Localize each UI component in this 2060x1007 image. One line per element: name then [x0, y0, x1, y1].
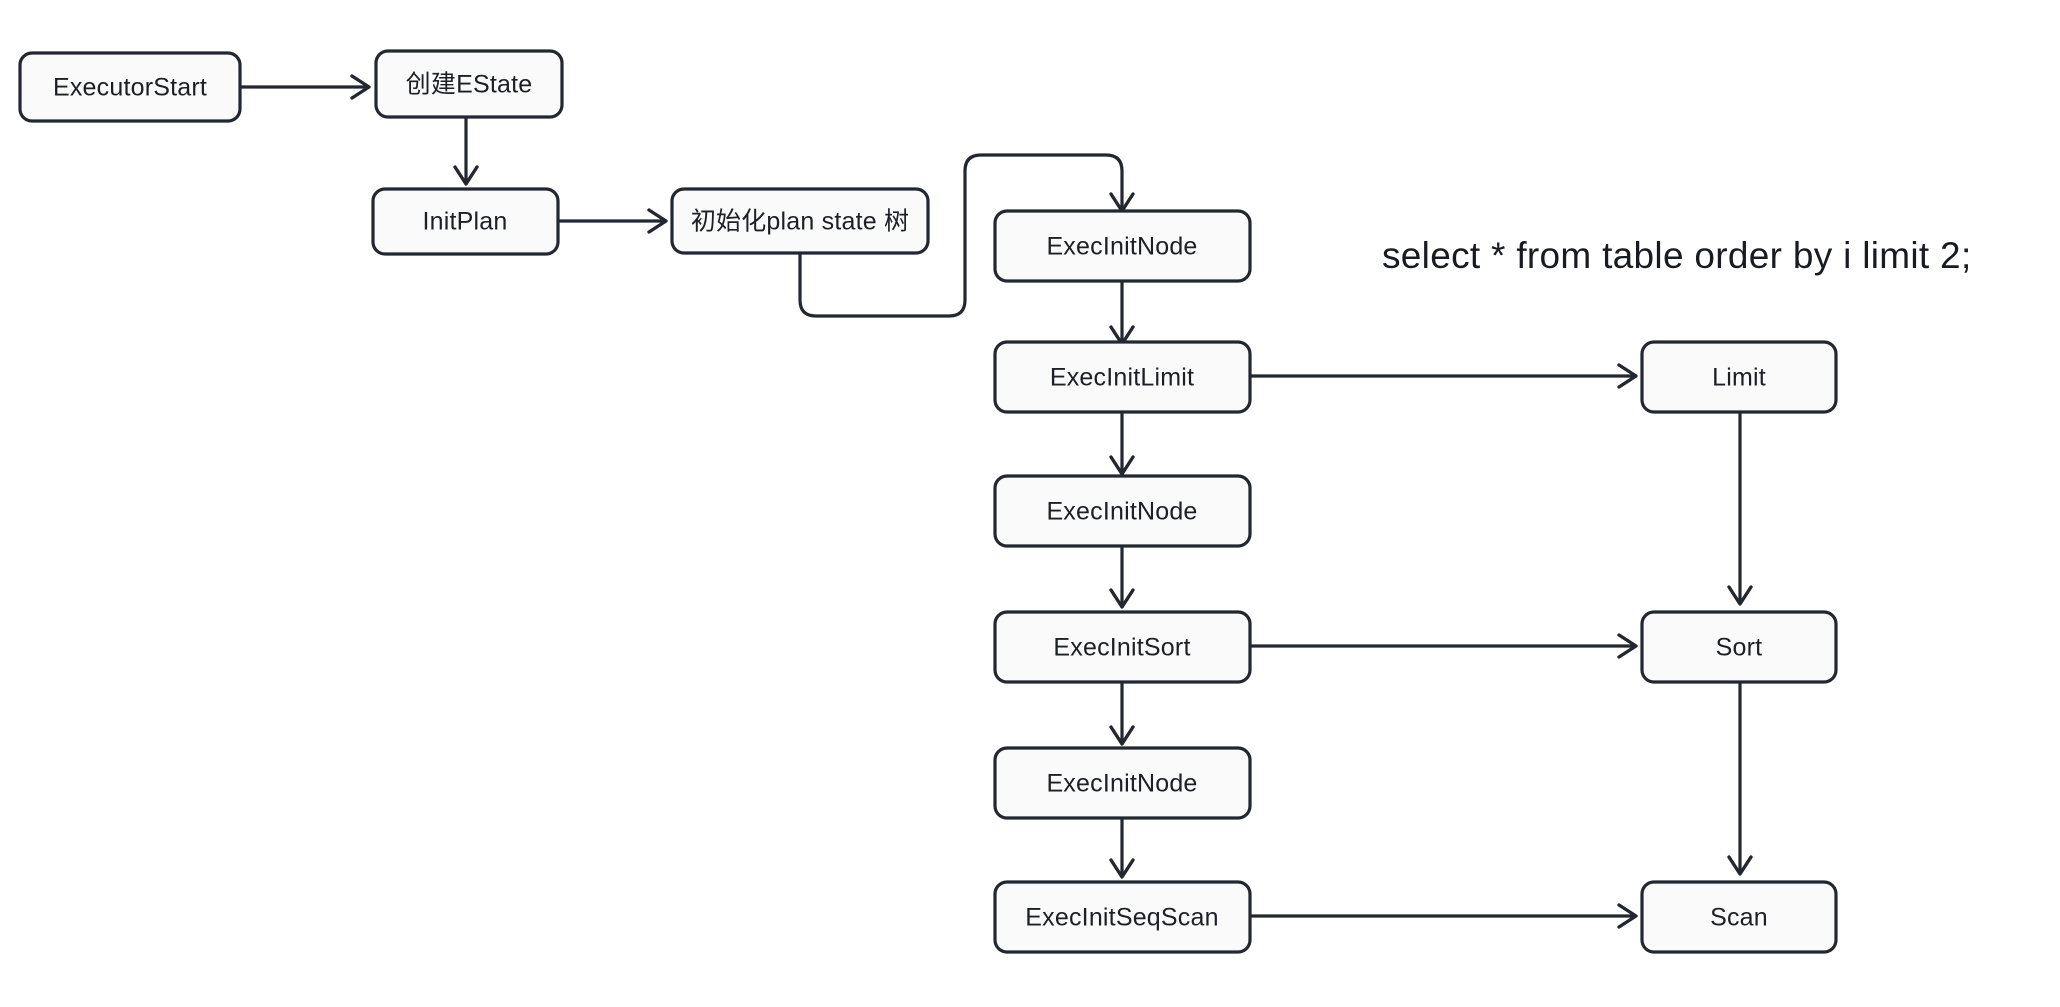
edge-layer: [238, 74, 1753, 929]
node-exec-init-seqscan-label: ExecInitSeqScan: [1025, 904, 1218, 932]
node-create-estate-rect[interactable]: [374, 49, 564, 119]
node-exec-init-node-1-label: ExecInitNode: [1046, 233, 1197, 261]
node-exec-init-seqscan[interactable]: ExecInitSeqScan: [993, 880, 1252, 954]
node-exec-init-node-2-label: ExecInitNode: [1046, 498, 1197, 526]
node-create-estate-label: 创建EState: [406, 71, 533, 99]
node-limit-rect[interactable]: [1640, 340, 1838, 414]
node-executor-start-rect[interactable]: [18, 51, 242, 123]
node-exec-init-sort-label: ExecInitSort: [1053, 634, 1190, 662]
edge-exec-init-sort-to-sort: [1248, 633, 1638, 659]
sql-annotation: select * from table order by i limit 2;: [1382, 235, 1972, 276]
node-exec-init-limit-rect[interactable]: [993, 340, 1252, 414]
edge-exec-init-seqscan-to-scan: [1248, 903, 1638, 929]
edge-exec-init-node-2-to-exec-init-sort: [1109, 542, 1135, 609]
node-exec-init-node-2[interactable]: ExecInitNode: [993, 474, 1252, 548]
edge-exec-init-limit-to-exec-init-node-2: [1109, 409, 1135, 476]
node-exec-init-sort-rect[interactable]: [993, 610, 1252, 684]
edge-exec-init-node-3-to-exec-init-seqscan: [1109, 812, 1135, 879]
edge-executor-start-to-create-estate: [238, 74, 371, 100]
edge-exec-init-node-1-to-exec-init-limit: [1109, 279, 1135, 346]
node-exec-init-node-2-rect[interactable]: [993, 474, 1252, 548]
node-exec-init-node-3-label: ExecInitNode: [1046, 770, 1197, 798]
node-exec-init-node-3[interactable]: ExecInitNode: [993, 746, 1252, 820]
edge-init-plan-to-init-plan-state-tree: [556, 208, 668, 234]
node-scan[interactable]: Scan: [1640, 880, 1838, 954]
node-exec-init-sort[interactable]: ExecInitSort: [993, 610, 1252, 684]
node-exec-init-limit[interactable]: ExecInitLimit: [993, 340, 1252, 414]
node-sort-rect[interactable]: [1640, 610, 1838, 684]
edge-sort-to-scan: [1727, 679, 1753, 876]
node-init-plan[interactable]: InitPlan: [371, 187, 560, 256]
node-init-plan-state-tree-label: 初始化plan state 树: [691, 208, 909, 236]
node-scan-rect[interactable]: [1640, 880, 1838, 954]
node-layer: ExecutorStart 创建EState InitPlan 初始化plan …: [18, 49, 1838, 954]
node-sort-label: Sort: [1716, 634, 1763, 662]
edge-create-estate-to-init-plan: [453, 115, 479, 186]
node-init-plan-state-tree[interactable]: 初始化plan state 树: [670, 187, 930, 255]
node-limit[interactable]: Limit: [1640, 340, 1838, 414]
node-exec-init-node-1[interactable]: ExecInitNode: [993, 209, 1252, 283]
node-exec-init-node-3-rect[interactable]: [993, 746, 1252, 820]
node-exec-init-seqscan-rect[interactable]: [993, 880, 1252, 954]
node-sort[interactable]: Sort: [1640, 610, 1838, 684]
node-exec-init-limit-label: ExecInitLimit: [1050, 364, 1194, 392]
edge-exec-init-limit-to-limit: [1248, 363, 1638, 389]
node-limit-label: Limit: [1712, 364, 1766, 392]
sql-annotation-text: select * from table order by i limit 2;: [1382, 235, 1972, 276]
edge-exec-init-sort-to-exec-init-node-3: [1109, 679, 1135, 746]
node-executor-start-label: ExecutorStart: [53, 74, 207, 102]
node-exec-init-node-1-rect[interactable]: [993, 209, 1252, 283]
node-create-estate[interactable]: 创建EState: [374, 49, 564, 119]
edge-limit-to-sort: [1727, 409, 1753, 606]
node-init-plan-state-tree-rect[interactable]: [670, 187, 930, 255]
node-scan-label: Scan: [1710, 904, 1768, 932]
node-init-plan-label: InitPlan: [423, 208, 508, 236]
node-init-plan-rect[interactable]: [371, 187, 560, 256]
node-executor-start[interactable]: ExecutorStart: [18, 51, 242, 123]
